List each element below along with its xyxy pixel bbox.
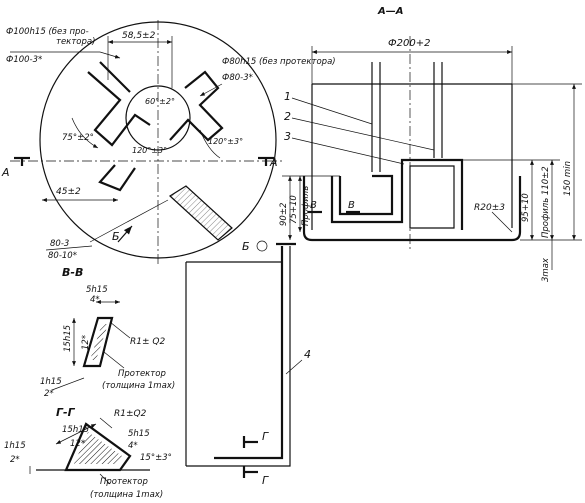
- gg-label-15h15: 15h15: [62, 425, 89, 435]
- label-dia-outer-1: Ф100h15 (без про-: [6, 27, 89, 37]
- part-4-inner: [214, 246, 291, 467]
- label-section-g-bottom: Г: [262, 474, 269, 487]
- label-section-a-left: А: [1, 166, 10, 179]
- label-dim-80: 80-3: [50, 239, 69, 249]
- label-radius-r20: R20±3: [474, 203, 505, 213]
- part-4-outer: [214, 246, 284, 460]
- callout-2: 2: [284, 110, 291, 123]
- gg-label-1h15: 1h15: [4, 441, 26, 451]
- plan-view: [10, 20, 282, 265]
- gg-label-4: 4*: [128, 441, 138, 451]
- leader-1: [291, 97, 373, 125]
- label-angle-75: 75°±2°: [62, 133, 94, 143]
- bb-label-r1: R1± Q2: [130, 337, 165, 347]
- label-dia-outer-tol: Ф100-3*: [6, 55, 42, 65]
- leader-4: [285, 359, 303, 375]
- gg-label-12: 12*: [70, 439, 85, 449]
- label-section-v-left: В: [310, 200, 317, 211]
- label-width-585: 58,5±2: [122, 31, 156, 41]
- inner-circle: [125, 85, 191, 151]
- dim-80-line: [89, 199, 169, 243]
- label-dim-45: 45±2: [56, 187, 81, 197]
- bb-label-15h15: 15h15: [63, 325, 73, 352]
- blade-lower: [98, 164, 136, 192]
- bb-dim-1-line: [51, 377, 85, 391]
- bb-label-2: 2*: [44, 389, 54, 399]
- detail-gg: [29, 417, 150, 485]
- gg-label-r1: R1±Q2: [114, 409, 147, 419]
- label-arrow-b: Б: [112, 230, 120, 243]
- section-aa-view: [282, 36, 582, 270]
- gg-label-protector-1: Протектор: [100, 477, 148, 487]
- dim-80-leader: [45, 245, 93, 251]
- bb-label-1h15: 1h15: [40, 377, 62, 387]
- label-section-a-right: А: [269, 156, 278, 169]
- view-b-circle-symbol: [256, 240, 268, 252]
- gg-dim-15-line: [55, 423, 97, 445]
- label-view-b: Б: [242, 240, 250, 253]
- liner-inner: [338, 174, 394, 216]
- bb-label-protector-1: Протектор: [118, 369, 166, 379]
- callout-3: 3: [284, 130, 291, 143]
- detail-bb: [51, 300, 131, 391]
- section-aa-title: А—А: [377, 6, 403, 17]
- bb-profile-outer: [82, 316, 114, 368]
- blade-left: [87, 71, 151, 147]
- arrow-b: [117, 225, 133, 243]
- liner-outer: [302, 176, 522, 242]
- angle-arc-75: [71, 117, 99, 149]
- label-dim-75: 75+10: [289, 195, 299, 224]
- gg-label-angle: 15°±3°: [140, 453, 172, 463]
- label-profile-90: Профиль: [301, 186, 311, 226]
- label-dia-inner-1: Ф80h15 (без протектора): [222, 57, 336, 67]
- label-dia-200: Ф200+2: [388, 38, 430, 49]
- label-dim-90: 90±2: [279, 203, 289, 226]
- blade-right: [169, 70, 224, 142]
- liner-right: [409, 165, 455, 229]
- detail-bb-title: В-В: [62, 266, 83, 279]
- label-angle-120-b: 120°±3°: [208, 137, 243, 146]
- label-dim-80b: 80-10*: [48, 251, 77, 261]
- leader-r20: [491, 211, 513, 233]
- liner-mid: [330, 158, 464, 230]
- leader-3: [291, 137, 405, 165]
- pad-b-hatch: [170, 186, 232, 240]
- angle-arc-120-right: [199, 129, 221, 159]
- bb-label-4: 4*: [90, 295, 100, 305]
- gg-leader-r1: [99, 417, 113, 429]
- label-gap-3max: 3max: [541, 257, 551, 282]
- label-h150: 150 min: [563, 161, 573, 196]
- callout-1: 1: [284, 90, 291, 103]
- bb-leader-r1: [109, 321, 131, 339]
- bb-profile-hatch: [90, 324, 108, 360]
- label-dia-inner-tol: Ф80-3*: [222, 73, 253, 83]
- bb-label-12: 12*: [81, 335, 91, 350]
- callout-4: 4: [304, 348, 311, 361]
- label-dia-outer-2: тектора): [56, 37, 95, 47]
- bb-leader-protector: [103, 351, 125, 369]
- gg-leader-protector: [99, 473, 111, 485]
- bb-label-5h15: 5h15: [86, 285, 108, 295]
- view-b: [185, 240, 303, 478]
- label-angle-120-a: 120°±3°: [132, 146, 167, 155]
- label-angle-60: 60°±2°: [145, 97, 175, 106]
- leader-2: [291, 117, 435, 151]
- leader-inner-dia: [199, 83, 223, 97]
- bb-label-protector-2: (толщина 1max): [102, 381, 175, 391]
- leader-outer-dia-2: [99, 51, 121, 59]
- detail-gg-title: Г-Г: [56, 406, 76, 419]
- label-dim-95: 95+10: [521, 193, 531, 222]
- blade-left-2: [99, 61, 131, 93]
- gg-label-2: 2*: [10, 455, 20, 465]
- label-section-v-right: В: [348, 200, 355, 211]
- gg-label-protector-2: (толщина 1max): [90, 490, 163, 500]
- label-section-g-top: Г: [262, 430, 269, 443]
- label-profile-110: Профиль 110±2: [541, 166, 551, 238]
- gg-label-5h15: 5h15: [128, 429, 150, 439]
